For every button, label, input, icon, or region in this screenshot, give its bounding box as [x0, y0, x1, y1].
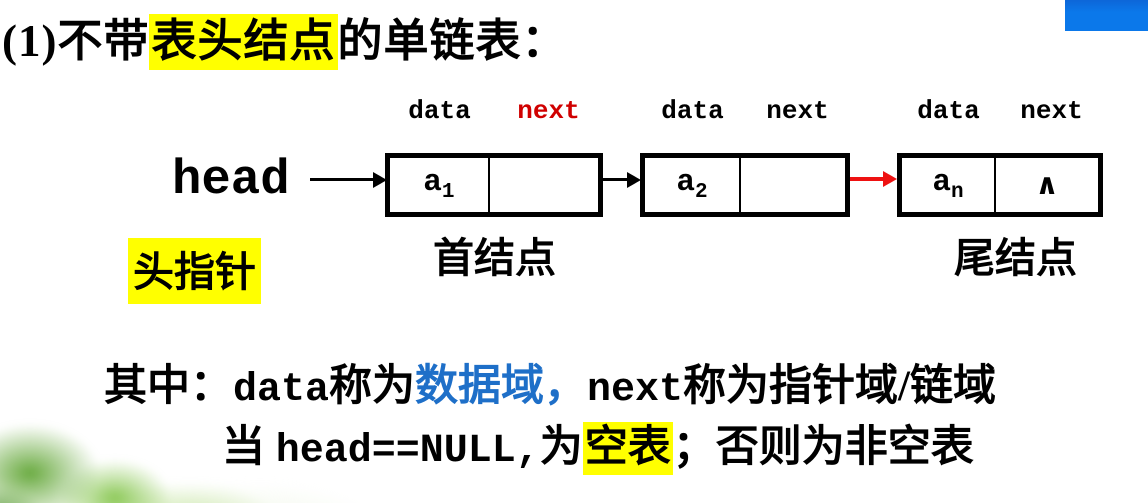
note2-otherwise: ；否则为非空表: [672, 424, 974, 471]
node1-data-label: data: [408, 96, 471, 126]
note2-empty-list-term: 空表: [582, 422, 673, 475]
arrowhead-icon: [373, 171, 387, 188]
node2-data-label: data: [661, 96, 724, 126]
corner-accent-bar: [1065, 0, 1148, 31]
node1-next-label: next: [517, 96, 580, 126]
node2-box: a2: [640, 153, 850, 217]
node3-next-cell: ∧: [996, 158, 1098, 212]
note1-data-field-term: 数据域，: [415, 363, 588, 410]
node3-value-base: a: [932, 165, 952, 200]
node1-value-sub: 1: [441, 181, 455, 204]
node3-value-sub: n: [951, 181, 964, 204]
node3-field-labels: data next: [897, 96, 1103, 128]
node3-data-label: data: [917, 96, 980, 126]
node3-box: an ∧: [897, 153, 1103, 217]
arrowhead-icon: [883, 171, 897, 187]
first-node-caption: 首结点: [433, 235, 556, 281]
head-pointer-label: head: [172, 152, 290, 208]
node1-value: a1: [423, 167, 454, 203]
node2-value: a2: [676, 167, 707, 203]
node1-box: a1: [385, 153, 603, 217]
list-node-2: data next a2: [640, 96, 850, 217]
node1-field-labels: data next: [385, 96, 603, 128]
node3-value: an: [932, 167, 963, 203]
last-node-caption: 尾结点: [954, 235, 1077, 281]
list-node-1: data next a1: [385, 96, 603, 217]
leaves-decoration: [0, 378, 400, 503]
node1-next-cell: [490, 158, 598, 212]
arrowhead-icon: [627, 171, 641, 188]
node2-value-base: a: [676, 165, 695, 200]
node3-next-label: next: [1020, 96, 1083, 126]
arrow-head-to-node1: [310, 171, 387, 188]
head-pointer-caption: 头指针: [128, 238, 261, 304]
node3-data-cell: an: [902, 158, 997, 212]
node1-data-cell: a1: [390, 158, 490, 212]
arrow-node2-to-node3-red: [820, 171, 897, 187]
title-highlighted-term: 表头结点: [149, 14, 338, 70]
slide-title: (1)不带表头结点的单链表：: [2, 4, 568, 70]
note1-next-term: next: [587, 368, 684, 413]
node3-null-mark: ∧: [1035, 168, 1059, 201]
node2-field-labels: data next: [640, 96, 850, 128]
note2-is: 为: [539, 424, 583, 471]
node2-next-label: next: [766, 96, 829, 126]
node2-data-cell: a2: [645, 158, 741, 212]
title-prefix: (1)不带: [2, 16, 150, 66]
title-suffix: 的单链表：: [337, 16, 568, 66]
node2-value-sub: 2: [695, 181, 708, 204]
note1-pointer-field-term: 称为指针域/链域: [683, 363, 996, 410]
list-node-3: data next an ∧: [897, 96, 1103, 217]
node1-value-base: a: [423, 165, 442, 200]
node2-next-cell: [741, 158, 845, 212]
